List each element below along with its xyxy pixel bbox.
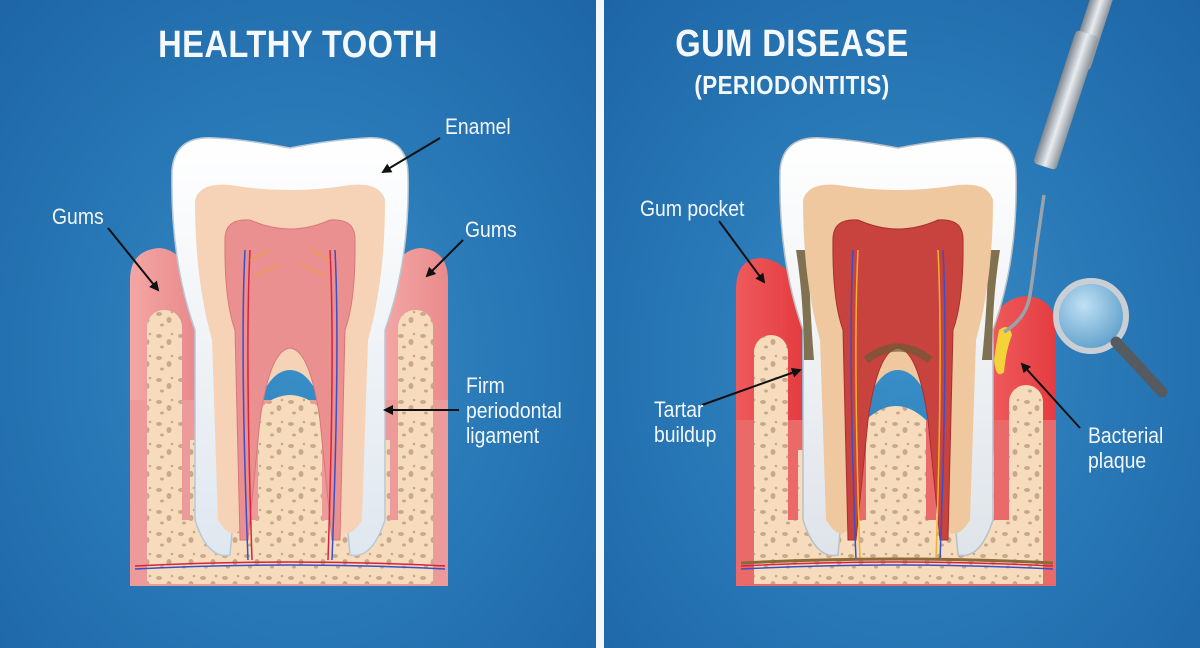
- tartar-right: [982, 250, 1000, 360]
- plaque-arrow: [1020, 362, 1081, 429]
- plaque-label-line2: plaque: [1088, 448, 1147, 473]
- gum-disease-illustration: [701, 0, 1168, 586]
- tartar-arrow: [701, 367, 802, 406]
- healthy-tooth-title: HEALTHY TOOTH: [158, 24, 438, 66]
- tartar-left: [796, 250, 814, 360]
- ligament-label-line1: Firm: [466, 373, 505, 398]
- healthy-tooth-panel: HEALTHY TOOTH: [0, 0, 596, 648]
- bone: [754, 335, 1043, 584]
- tooth: [134, 137, 446, 570]
- ligament-label-line2: periodontal: [466, 398, 562, 423]
- gum-disease-title: GUM DISEASE: [675, 23, 909, 65]
- gums-left-label: Gums: [52, 204, 104, 229]
- periodontitis-subtitle: (PERIODONTITIS): [694, 70, 890, 100]
- magnifying-glass-icon: [1053, 278, 1168, 398]
- gums-right-label: Gums: [465, 217, 517, 242]
- gums-left-arrow: [107, 227, 160, 292]
- gum-pocket-label: Gum pocket: [640, 196, 745, 221]
- enamel-arrow: [381, 137, 441, 174]
- plaque-label-line1: Bacterial: [1088, 423, 1164, 448]
- enamel-label: Enamel: [445, 114, 511, 139]
- ligament-label-line3: ligament: [466, 423, 540, 448]
- diseased-tooth: [740, 137, 1054, 570]
- bacterial-plaque: [994, 326, 1012, 375]
- panel-divider: [596, 0, 604, 648]
- tartar-label-line1: Tartar: [654, 397, 704, 422]
- healthy-tooth-illustration: [107, 137, 464, 586]
- gums-right-arrow: [425, 239, 464, 278]
- tartar-label-line2: buildup: [654, 422, 717, 447]
- dental-probe-icon: [1003, 0, 1117, 334]
- gum-disease-panel: GUM DISEASE (PERIODONTITIS): [604, 0, 1200, 648]
- gum-pocket-arrow: [718, 220, 766, 284]
